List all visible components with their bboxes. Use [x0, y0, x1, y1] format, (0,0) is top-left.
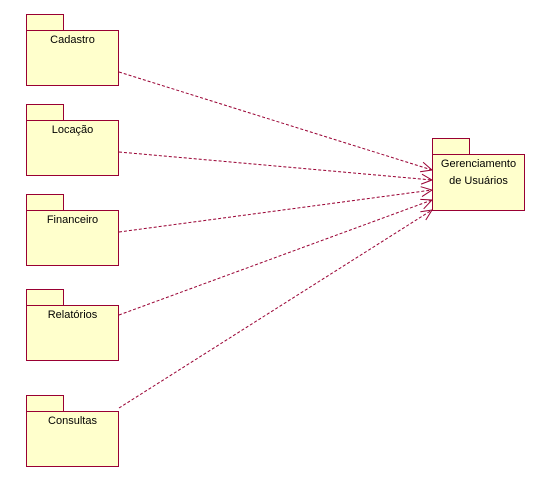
package-tab — [26, 395, 64, 412]
dependency-financeiro-gerenciamento — [118, 189, 433, 233]
package-tab — [432, 138, 470, 155]
package-tab — [26, 194, 64, 211]
package-tab — [26, 104, 64, 121]
package-relatorios[interactable]: Relatórios — [26, 289, 119, 361]
dependency-arrowhead-consultas — [420, 209, 433, 221]
dependency-arrowhead-locacao — [420, 173, 434, 185]
package-label: Financeiro — [47, 214, 98, 226]
package-label: Cadastro — [50, 34, 95, 46]
package-label: Relatórios — [48, 309, 98, 321]
package-label: Consultas — [48, 415, 97, 427]
dependencies — [118, 71, 434, 409]
package-body — [432, 154, 525, 211]
package-body — [26, 411, 119, 467]
package-gerenciamento-de-usuarios[interactable]: Gerenciamento de Usuários — [432, 138, 525, 211]
dependency-locacao-gerenciamento — [118, 151, 433, 181]
package-cadastro[interactable]: Cadastro — [26, 14, 119, 86]
package-body — [26, 30, 119, 86]
dependency-cadastro-gerenciamento — [118, 71, 433, 171]
package-body — [26, 120, 119, 176]
package-body — [26, 210, 119, 266]
package-label: Locação — [52, 124, 94, 136]
package-label-line-1: Gerenciamento — [441, 158, 516, 170]
package-tab — [26, 14, 64, 31]
dependency-consultas-gerenciamento — [118, 209, 433, 409]
package-consultas[interactable]: Consultas — [26, 395, 119, 467]
package-label-line-2: de Usuários — [449, 175, 508, 187]
package-body — [26, 305, 119, 361]
package-financeiro[interactable]: Financeiro — [26, 194, 119, 266]
dependency-relatorios-gerenciamento — [118, 199, 433, 316]
package-locacao[interactable]: Locação — [26, 104, 119, 176]
package-tab — [26, 289, 64, 306]
